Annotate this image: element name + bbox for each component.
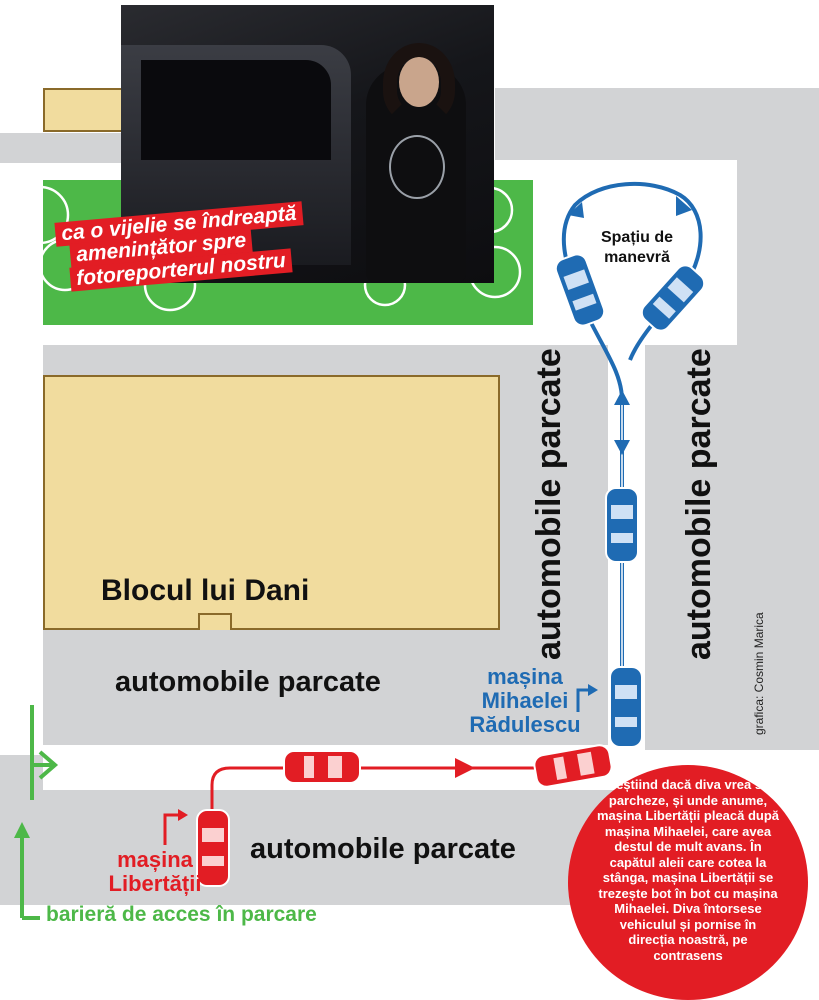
graphic-credit: grafica: Cosmin Marica [752,612,766,735]
parking-area-bottom [43,790,663,905]
photo-hair [383,43,455,123]
blue-car-4 [609,666,643,748]
maneuver-label: Spațiu de manevră [600,229,673,266]
building-entrance [198,613,232,630]
blue-car-label-line-1: mașina [487,664,563,689]
red-car-label: mașina Libertății [100,848,210,896]
barrier-lines [20,705,59,920]
blue-arrow-mid [614,440,630,455]
photo-window [141,60,331,160]
red-route [210,766,555,860]
red-car-label-line-1: mașina [117,847,193,872]
blue-car-3 [605,487,639,563]
top-right-road [495,88,819,160]
top-left-road [0,133,125,163]
red-arrow [455,758,475,778]
parking-label-bottom: automobile parcate [250,833,516,865]
parking-label-vertical-right: automobile parcate [680,348,718,660]
parking-area-right [645,345,737,750]
blue-arrow-top-left [568,202,584,218]
blue-car-1 [554,253,606,327]
building-label: Blocul lui Dani [101,574,310,607]
parking-label-vertical-center: automobile parcate [530,348,568,660]
blue-car-label-line-2: Mihaelei [481,688,569,713]
story-text: Neștiind dacă diva vrea să parcheze, și … [596,777,780,963]
red-car-1 [196,809,230,887]
photo-necklace [389,135,445,199]
barrier-arrow-up [14,822,30,838]
red-car-3 [533,744,613,788]
blue-car-label-line-3: Rădulescu [469,712,581,737]
red-car-label-line-2: Libertății [108,871,202,896]
red-pointer-icon [163,813,180,845]
blue-car-label: mașina Mihaelei Rădulescu [465,665,585,737]
parking-label-left: automobile parcate [115,666,381,698]
blue-car-2 [640,264,706,332]
red-car-2 [283,750,361,784]
barrier-label: barieră de acces în parcare [46,903,317,926]
right-edge-road [737,160,819,750]
blue-arrow-upper [614,390,630,405]
blue-arrow-top-right [676,196,692,216]
blue-pointer-icon [576,688,590,712]
building-dani [43,375,500,630]
story-circle: Neștiind dacă diva vrea să parcheze, și … [568,765,808,1000]
